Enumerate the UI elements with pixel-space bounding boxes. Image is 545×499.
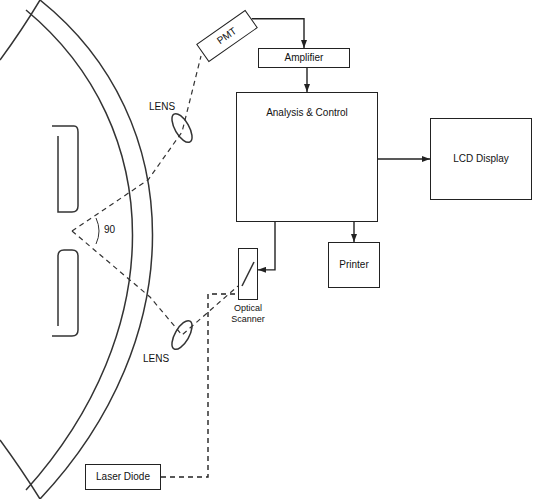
printer-box: Printer	[328, 242, 380, 288]
node-text: LCD Display	[453, 153, 509, 165]
iris-lower	[52, 250, 78, 336]
angle-label: 90	[103, 224, 116, 235]
cornea-inner	[26, 10, 133, 490]
node-text: Printer	[339, 259, 368, 271]
display-box: LCD Display	[430, 118, 532, 200]
angle-arc	[96, 218, 99, 244]
iris-upper	[52, 126, 78, 212]
signal-arrow	[252, 19, 304, 48]
lens-label: LENS	[148, 101, 176, 112]
node-text: Optical Scanner	[218, 303, 278, 325]
node-text: Analysis & Control	[266, 107, 348, 119]
signal-arrow	[353, 222, 354, 242]
return-beam	[72, 56, 201, 231]
amplifier-box: Amplifier	[258, 48, 350, 68]
laser-box: Laser Diode	[85, 464, 161, 490]
scanner-mirror	[242, 262, 254, 286]
control-box: Analysis & Control	[236, 92, 378, 222]
lens-upper	[168, 111, 196, 146]
signal-arrow	[306, 68, 307, 92]
node-text: PMT	[215, 25, 239, 47]
light-beam	[161, 294, 238, 477]
cornea-outer	[40, 0, 153, 499]
node-text: Amplifier	[285, 52, 324, 64]
scanner-box: Optical Scanner	[238, 248, 258, 300]
probe-beam	[72, 231, 238, 335]
signal-arrow	[258, 222, 275, 270]
lens-label: LENS	[142, 353, 170, 364]
pmt-tube: PMT	[196, 10, 258, 62]
node-text: Laser Diode	[96, 471, 150, 483]
sclera-line	[0, 440, 40, 499]
sclera-line	[0, 0, 40, 60]
signal-arrow	[378, 158, 430, 159]
